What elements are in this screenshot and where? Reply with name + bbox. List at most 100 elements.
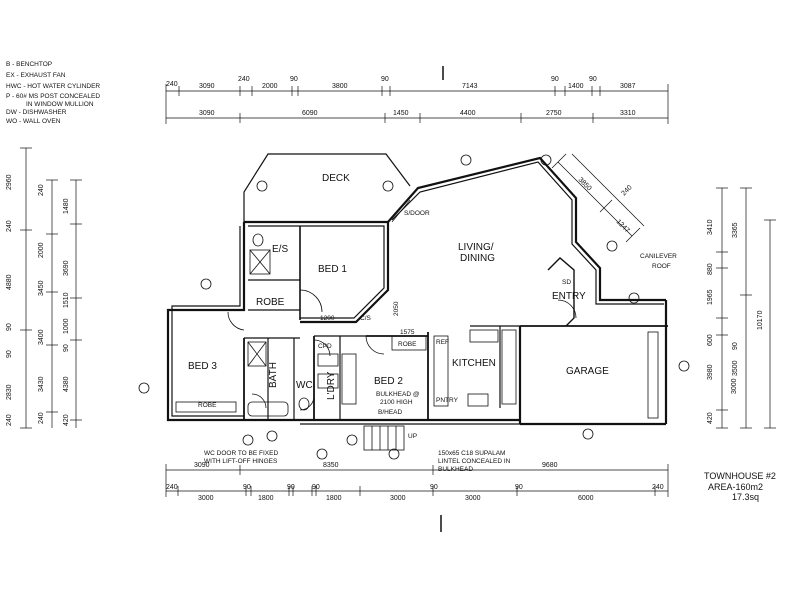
dimension-diagonal [551, 153, 645, 243]
dim-label: 2960 [6, 174, 13, 190]
kitchen-bench [433, 335, 449, 407]
bed1-outline [244, 220, 390, 324]
fixtures [175, 233, 659, 419]
legend-line: EX - EXHAUST FAN [6, 72, 66, 79]
dim-label: 4880 [6, 274, 13, 290]
dim-label: 240 [38, 412, 45, 424]
dim-label: 3000 [731, 378, 738, 394]
note-wc-door: WC DOOR TO BE FIXED [204, 450, 278, 457]
dim-label: 240 [166, 81, 178, 88]
dimension-bottom [165, 464, 669, 497]
dim-label: 3850 [577, 176, 593, 192]
dim-label: 6090 [302, 110, 318, 117]
note-lintel: 150x65 C18 SUPALAM [438, 450, 505, 457]
dim-label: 3000 [390, 495, 406, 502]
dim-label: 90 [515, 484, 523, 491]
toilet-es [252, 233, 264, 247]
dim-label: 1450 [393, 110, 409, 117]
dim-label: 90 [290, 76, 298, 83]
dim-label: 3000 [198, 495, 214, 502]
deck-outline [243, 153, 411, 222]
note-lintel-3: BULKHEAD [438, 466, 473, 473]
dim-label: 90 [381, 76, 389, 83]
label-up: UP [408, 433, 417, 440]
label-dim-1575: 1575 [400, 329, 415, 336]
dim-label: 90 [6, 323, 13, 331]
dim-label: 90 [312, 484, 320, 491]
shower-es [249, 249, 271, 275]
label-roof: ROOF [652, 263, 671, 270]
dim-label: 3800 [332, 83, 348, 90]
dim-label: 9680 [542, 462, 558, 469]
dim-label: 3090 [199, 83, 215, 90]
dim-label: 2000 [38, 242, 45, 258]
dim-label: 2750 [546, 110, 562, 117]
room-label-robe1: ROBE [256, 297, 285, 308]
room-label-pantry: PNTRY [436, 397, 459, 404]
dim-label: 3400 [38, 329, 45, 345]
dim-label: 3000 [465, 495, 481, 502]
dim-label: 240 [6, 414, 13, 426]
dimension-left [20, 147, 82, 429]
room-label-deck: DECK [322, 173, 350, 184]
dim-label: 4400 [460, 110, 476, 117]
label-bulkhead: BULKHEAD @ [376, 391, 420, 398]
dim-label: 3410 [707, 219, 714, 235]
room-label-bed1: BED 1 [318, 264, 347, 275]
dim-label: 1800 [326, 495, 342, 502]
bed3-outline [166, 222, 300, 422]
shower-bath [247, 341, 267, 367]
label-bulkhead-height: 2100 HIGH [380, 399, 413, 406]
dim-label: 3690 [63, 260, 70, 276]
room-label-dining: DINING [460, 253, 495, 264]
label-dim-2050: 2050 [393, 301, 400, 316]
dim-label: 90 [732, 342, 739, 350]
dim-label: 2000 [262, 83, 278, 90]
room-label-bed2: BED 2 [374, 376, 403, 387]
wardrobe-bed2 [391, 335, 427, 351]
room-label-garage: GARAGE [566, 366, 609, 377]
room-label-ensuite: E/S [272, 244, 288, 255]
legend-line: B - BENCHTOP [6, 61, 52, 68]
dim-label: 240 [6, 220, 13, 232]
dim-label: 8350 [323, 462, 339, 469]
label-cs: C/S [360, 315, 372, 322]
dim-label: 90 [589, 76, 597, 83]
label-sd: SD [562, 279, 571, 286]
dim-label: 3980 [707, 364, 714, 380]
room-label-entry: ENTRY [552, 291, 586, 302]
dim-label: 880 [707, 263, 714, 275]
dim-label: 3310 [620, 110, 636, 117]
dim-label: 420 [707, 412, 714, 424]
dim-label: 1480 [63, 198, 70, 214]
garage-door [647, 331, 659, 419]
dim-label: 10170 [757, 310, 764, 330]
stairs [363, 425, 405, 451]
note-lintel-2: LINTEL CONCEALED IN [438, 458, 511, 465]
dim-label: 90 [6, 350, 13, 358]
dim-label: 3450 [38, 280, 45, 296]
title-area: AREA-160m2 [708, 482, 763, 492]
label-bhead: B/HEAD [378, 409, 403, 416]
title-squares: 17.3sq [732, 492, 759, 502]
dim-label: 420 [63, 414, 70, 426]
room-label-robe2: ROBE [398, 341, 417, 348]
legend-line: P - 60# MS POST CONCEALED [6, 93, 100, 100]
dim-label: 3090 [199, 110, 215, 117]
room-label-bed3: BED 3 [188, 361, 217, 372]
dim-label: 600 [707, 334, 714, 346]
dim-label: 3430 [38, 376, 45, 392]
dim-label: 240 [38, 184, 45, 196]
dim-label: 1965 [707, 289, 714, 305]
dim-label: 240 [620, 184, 633, 197]
dim-label: 1510 [63, 292, 70, 308]
dim-label: 240 [166, 484, 178, 491]
room-label-robe3: ROBE [198, 402, 217, 409]
title-townhouse: TOWNHOUSE #2 [704, 471, 776, 481]
robe-bed3 [175, 401, 237, 413]
legend-line: HWC - HOT WATER CYLINDER [6, 83, 100, 90]
dim-label: 90 [430, 484, 438, 491]
note-wc-hinges: WITH LIFT-OFF HINGES [204, 458, 278, 465]
label-canilever: CANILEVER [640, 253, 677, 260]
room-label-wc: WC [296, 380, 313, 391]
